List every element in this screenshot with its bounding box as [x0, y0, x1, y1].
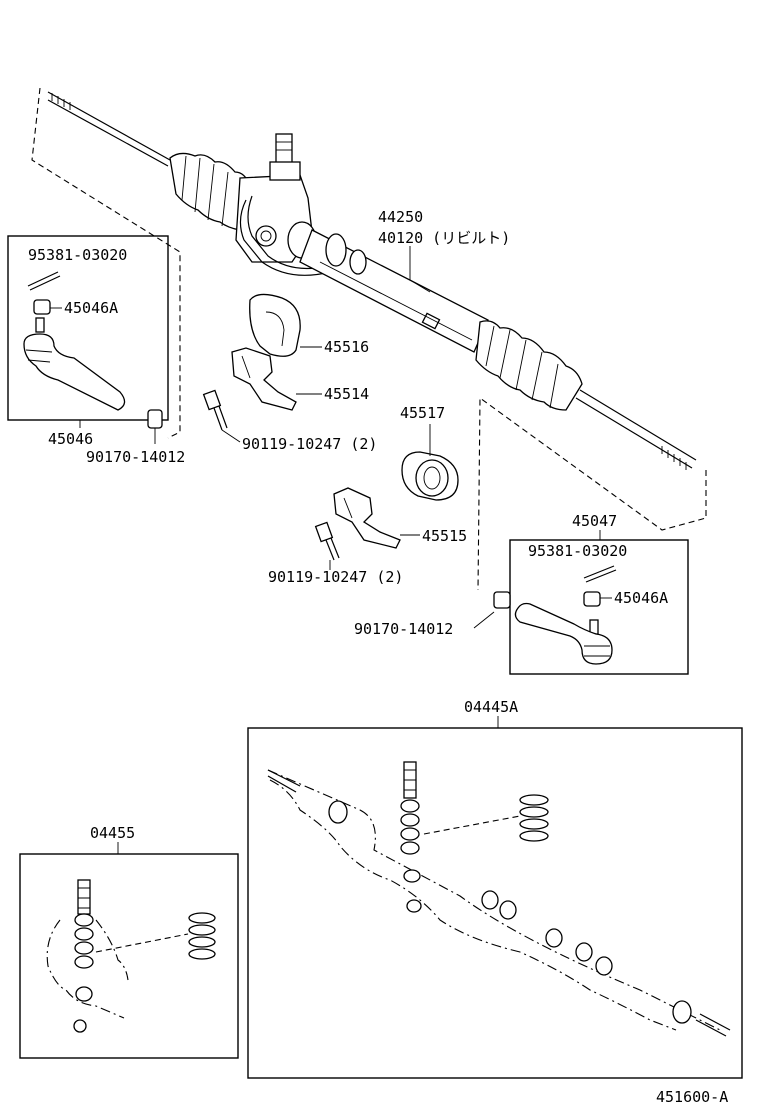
label-45515: 45515	[422, 527, 467, 545]
bracket-45515	[333, 487, 401, 549]
kit-04445A-rack-outline	[267, 761, 731, 1037]
label-90170-left: 90170-14012	[86, 448, 185, 466]
label-40120: 40120 (リビルト)	[378, 229, 510, 247]
label-45046: 45046	[48, 430, 93, 448]
grommet-45517	[401, 451, 459, 501]
right-castle-nut	[583, 591, 601, 607]
label-45514: 45514	[324, 385, 369, 403]
label-44250: 44250	[378, 208, 423, 226]
right-cotter-pin	[583, 565, 617, 583]
kit-04455-box	[19, 853, 239, 1059]
kit-04445A-box	[247, 727, 743, 1079]
label-90119-lower: 90119-10247 (2)	[268, 568, 403, 586]
label-90119-upper: 90119-10247 (2)	[242, 435, 377, 453]
label-45516: 45516	[324, 338, 369, 356]
kit-04455-seals	[73, 912, 216, 1033]
left-castle-nut	[33, 299, 51, 315]
label-45517: 45517	[400, 404, 445, 422]
label-90170-right: 90170-14012	[354, 620, 453, 638]
label-45047: 45047	[572, 512, 617, 530]
kit-04455-housing-outline	[46, 879, 129, 1019]
label-95381-right: 95381-03020	[528, 542, 627, 560]
left-bushing	[147, 409, 163, 429]
bracket-45514	[231, 347, 297, 411]
bolt-lower	[314, 521, 340, 561]
label-04445A: 04445A	[464, 698, 518, 716]
figure-id: 451600-A	[656, 1088, 728, 1106]
steering-rack-assembly	[47, 91, 697, 470]
right-bushing	[493, 591, 511, 609]
right-tie-rod-end	[514, 602, 613, 665]
bracket-45516	[249, 293, 301, 357]
label-45046A-left: 45046A	[64, 299, 118, 317]
left-tie-rod-end-box	[7, 235, 169, 421]
label-95381-left: 95381-03020	[28, 246, 127, 264]
label-45046A-right: 45046A	[614, 589, 668, 607]
left-tie-rod-end	[23, 317, 126, 411]
bolt-upper	[202, 389, 228, 431]
kit-04445A-seals	[328, 794, 692, 1024]
left-cotter-pin	[27, 271, 61, 291]
label-04455: 04455	[90, 824, 135, 842]
